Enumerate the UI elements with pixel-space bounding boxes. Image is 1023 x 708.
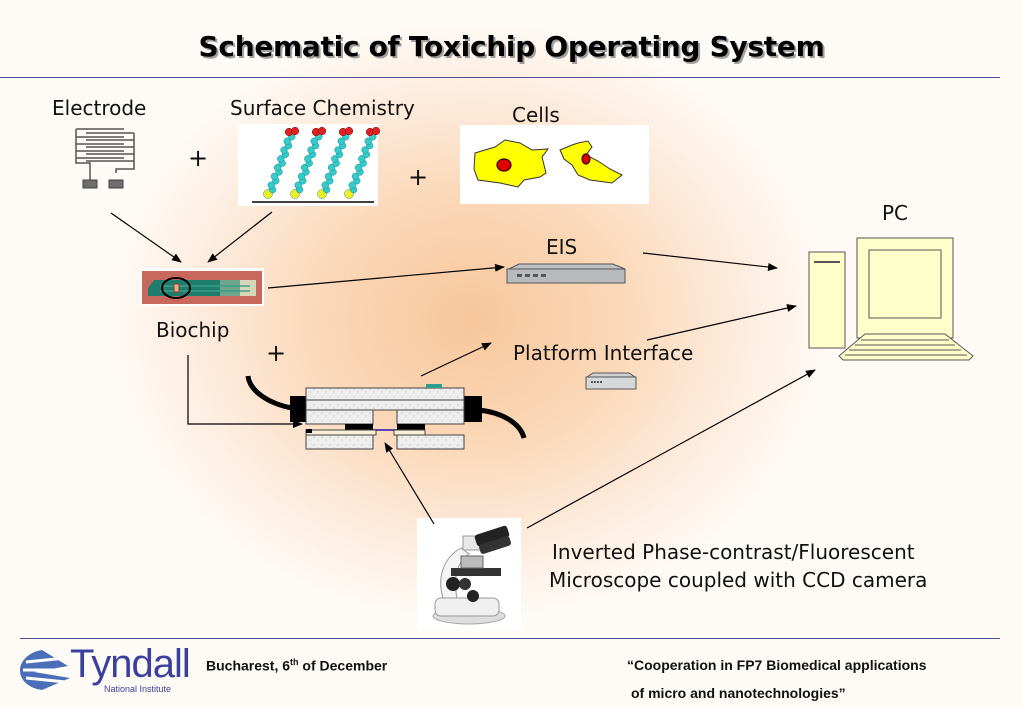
pc-label: PC: [882, 201, 909, 225]
plus-sign-2: +: [408, 163, 429, 191]
tyndall-logo-subtitle: National Institute: [104, 684, 172, 694]
footer-location: Bucharest, 6th of December: [206, 657, 387, 674]
title-divider: [0, 77, 1000, 78]
molecule-chain: [290, 126, 327, 199]
plus-sign-1: +: [188, 144, 209, 172]
microscope-label-line1: Inverted Phase-contrast/Fluorescent: [552, 540, 915, 564]
molecular-chains-icon: [252, 126, 381, 203]
flow-cell-cross-section: [245, 375, 527, 450]
cells-image: [460, 125, 649, 204]
electrode-label: Electrode: [52, 96, 147, 120]
interface-device-icon: [585, 372, 637, 390]
cells-icon: [473, 139, 623, 188]
arrow-flowcell-to-interface: [420, 342, 492, 377]
footer-event-line2: of micro and nanotechnologies”: [631, 685, 846, 701]
biochip-photo: [140, 268, 264, 306]
biochip-label: Biochip: [156, 318, 230, 342]
tyndall-logo: Tyndall National Institute: [20, 642, 191, 696]
microscope-label-line2: Microscope coupled with CCD camera: [549, 568, 928, 592]
plus-sign-3: +: [266, 339, 287, 367]
eis-label: EIS: [546, 235, 578, 259]
tyndall-logo-text: Tyndall: [70, 642, 191, 686]
microscope-image: [432, 525, 511, 625]
slide-title: Schematic of Toxichip Operating System: [198, 30, 825, 63]
microscope-photo: [417, 518, 521, 630]
molecule-chain: [263, 126, 300, 199]
molecule-chain: [317, 126, 354, 199]
arrow-biochip-to-flowcell: [187, 355, 303, 428]
footer-location-main: Bucharest, 6: [206, 657, 291, 674]
arrow-microscope-to-pc: [526, 369, 816, 529]
tyndall-logo-icon: [20, 650, 70, 690]
biochip-image: [142, 271, 262, 304]
arrow-electrode-to-biochip: [110, 212, 182, 263]
footer-location-sup: th: [290, 657, 299, 667]
footer-location-rest: of December: [298, 657, 388, 674]
molecule-chain: [344, 126, 381, 199]
footer-event-line1: “Cooperation in FP7 Biomedical applicati…: [627, 657, 927, 673]
surface-chemistry-label: Surface Chemistry: [230, 96, 415, 120]
footer-divider: [20, 638, 1000, 639]
surface-chemistry-image: [238, 124, 381, 206]
arrow-interface-to-pc: [646, 304, 797, 341]
interdigitated-electrode-icon: [75, 128, 135, 189]
eis-device-icon: [506, 263, 626, 284]
cells-label: Cells: [512, 103, 560, 127]
arrow-biochip-to-eis: [267, 263, 505, 289]
platform-interface-label: Platform Interface: [513, 341, 694, 365]
arrow-eis-to-pc: [642, 252, 778, 271]
arrow-chemistry-to-biochip: [207, 211, 273, 263]
computer-icon: [808, 237, 974, 361]
arrow-microscope-to-flowcell: [384, 442, 435, 525]
flow-arrows: [110, 211, 816, 529]
